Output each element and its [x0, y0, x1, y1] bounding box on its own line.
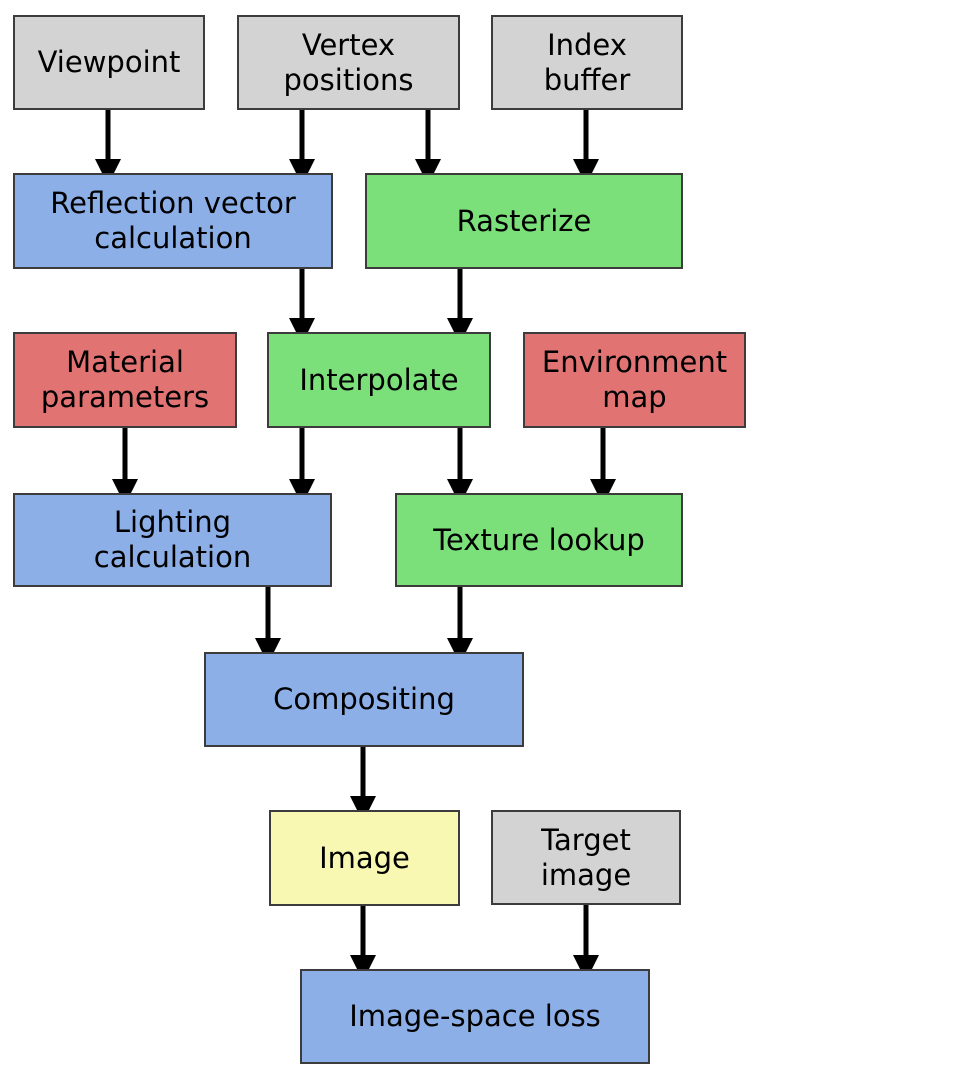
- node-reflection-vector-calculation: Reflection vector calculation: [13, 173, 333, 269]
- node-target-image-label: Target image: [540, 822, 632, 892]
- node-rasterize: Rasterize: [365, 173, 683, 269]
- node-material-parameters-label: Material parameters: [40, 345, 210, 414]
- node-lighting-calculation-label: Lighting calculation: [93, 505, 252, 574]
- node-index-buffer: Index buffer: [491, 15, 683, 110]
- node-lighting-calculation: Lighting calculation: [13, 493, 332, 587]
- node-index-buffer-label: Index buffer: [543, 27, 631, 97]
- node-viewpoint-label: Viewpoint: [37, 45, 181, 80]
- node-target-image: Target image: [491, 810, 681, 905]
- node-environment-map: Environment map: [523, 332, 746, 428]
- node-material-parameters: Material parameters: [13, 332, 237, 428]
- node-reflection-vector-calculation-label: Reflection vector calculation: [50, 186, 296, 255]
- node-rasterize-label: Rasterize: [456, 203, 592, 238]
- node-vertex-positions: Vertex positions: [237, 15, 460, 110]
- node-environment-map-label: Environment map: [541, 345, 728, 414]
- node-image-space-loss: Image-space loss: [300, 969, 650, 1064]
- node-texture-lookup-label: Texture lookup: [433, 522, 645, 557]
- node-image: Image: [269, 810, 460, 906]
- node-viewpoint: Viewpoint: [13, 15, 205, 110]
- node-interpolate: Interpolate: [267, 332, 491, 428]
- node-vertex-positions-label: Vertex positions: [283, 27, 414, 97]
- node-texture-lookup: Texture lookup: [395, 493, 683, 587]
- node-image-label: Image: [319, 840, 410, 875]
- node-interpolate-label: Interpolate: [299, 362, 459, 397]
- node-image-space-loss-label: Image-space loss: [349, 999, 601, 1034]
- node-compositing: Compositing: [204, 652, 524, 747]
- node-compositing-label: Compositing: [273, 682, 455, 717]
